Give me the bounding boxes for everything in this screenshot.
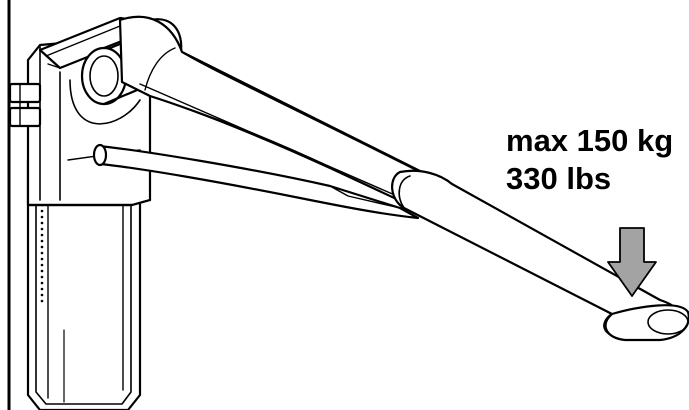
max-load-lbs-label: 330 lbs (506, 161, 612, 196)
max-load-kg-label: max 150 kg (506, 123, 674, 158)
mount-perforations (40, 203, 44, 303)
side-latch (8, 82, 42, 128)
support-brace (92, 143, 420, 220)
grab-bar-grip (391, 169, 689, 342)
down-arrow-icon (607, 227, 657, 297)
